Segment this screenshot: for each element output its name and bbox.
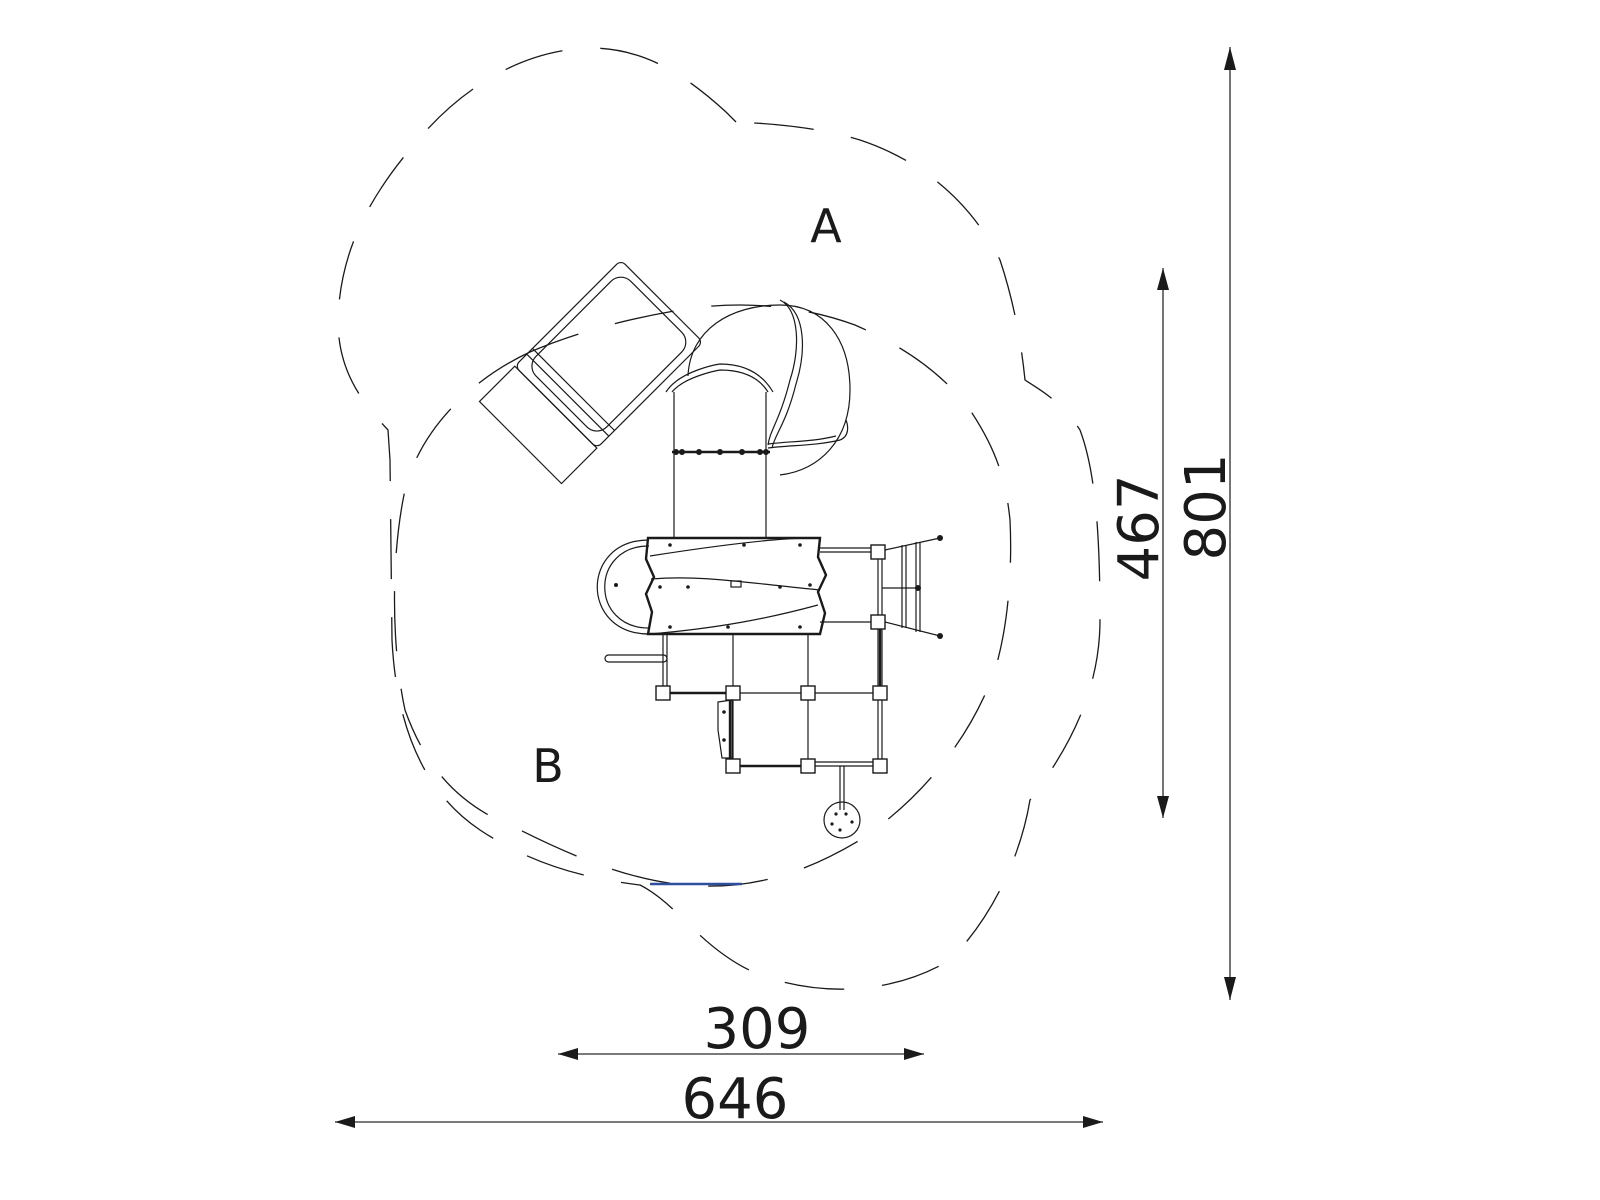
slide-chute [478, 261, 702, 485]
dimension-width-outer: 646 [335, 1067, 1103, 1132]
dimension-label-467: 467 [1107, 475, 1172, 582]
tower-cylinder [672, 392, 770, 538]
zone-label-a: A [810, 199, 842, 253]
dimension-label-309: 309 [704, 997, 811, 1062]
dimension-height-inner: 467 [1107, 268, 1172, 818]
curved-handrail [596, 539, 650, 635]
deck-grid [604, 544, 888, 774]
dimension-height-outer: 801 [1174, 47, 1239, 1000]
rope-ladder [882, 535, 943, 639]
inner-safety-zone-outline [393, 304, 1012, 887]
outer-safety-zone-outline [337, 47, 1101, 990]
climbing-wall [717, 699, 733, 759]
dimension-label-646: 646 [682, 1067, 789, 1132]
dimension-label-801: 801 [1174, 454, 1239, 561]
wavy-wall-panel [644, 536, 828, 636]
dimension-width-inner: 309 [558, 997, 924, 1062]
tube-slide [665, 299, 851, 476]
zone-label-b: B [532, 739, 564, 793]
round-panel [823, 766, 861, 839]
